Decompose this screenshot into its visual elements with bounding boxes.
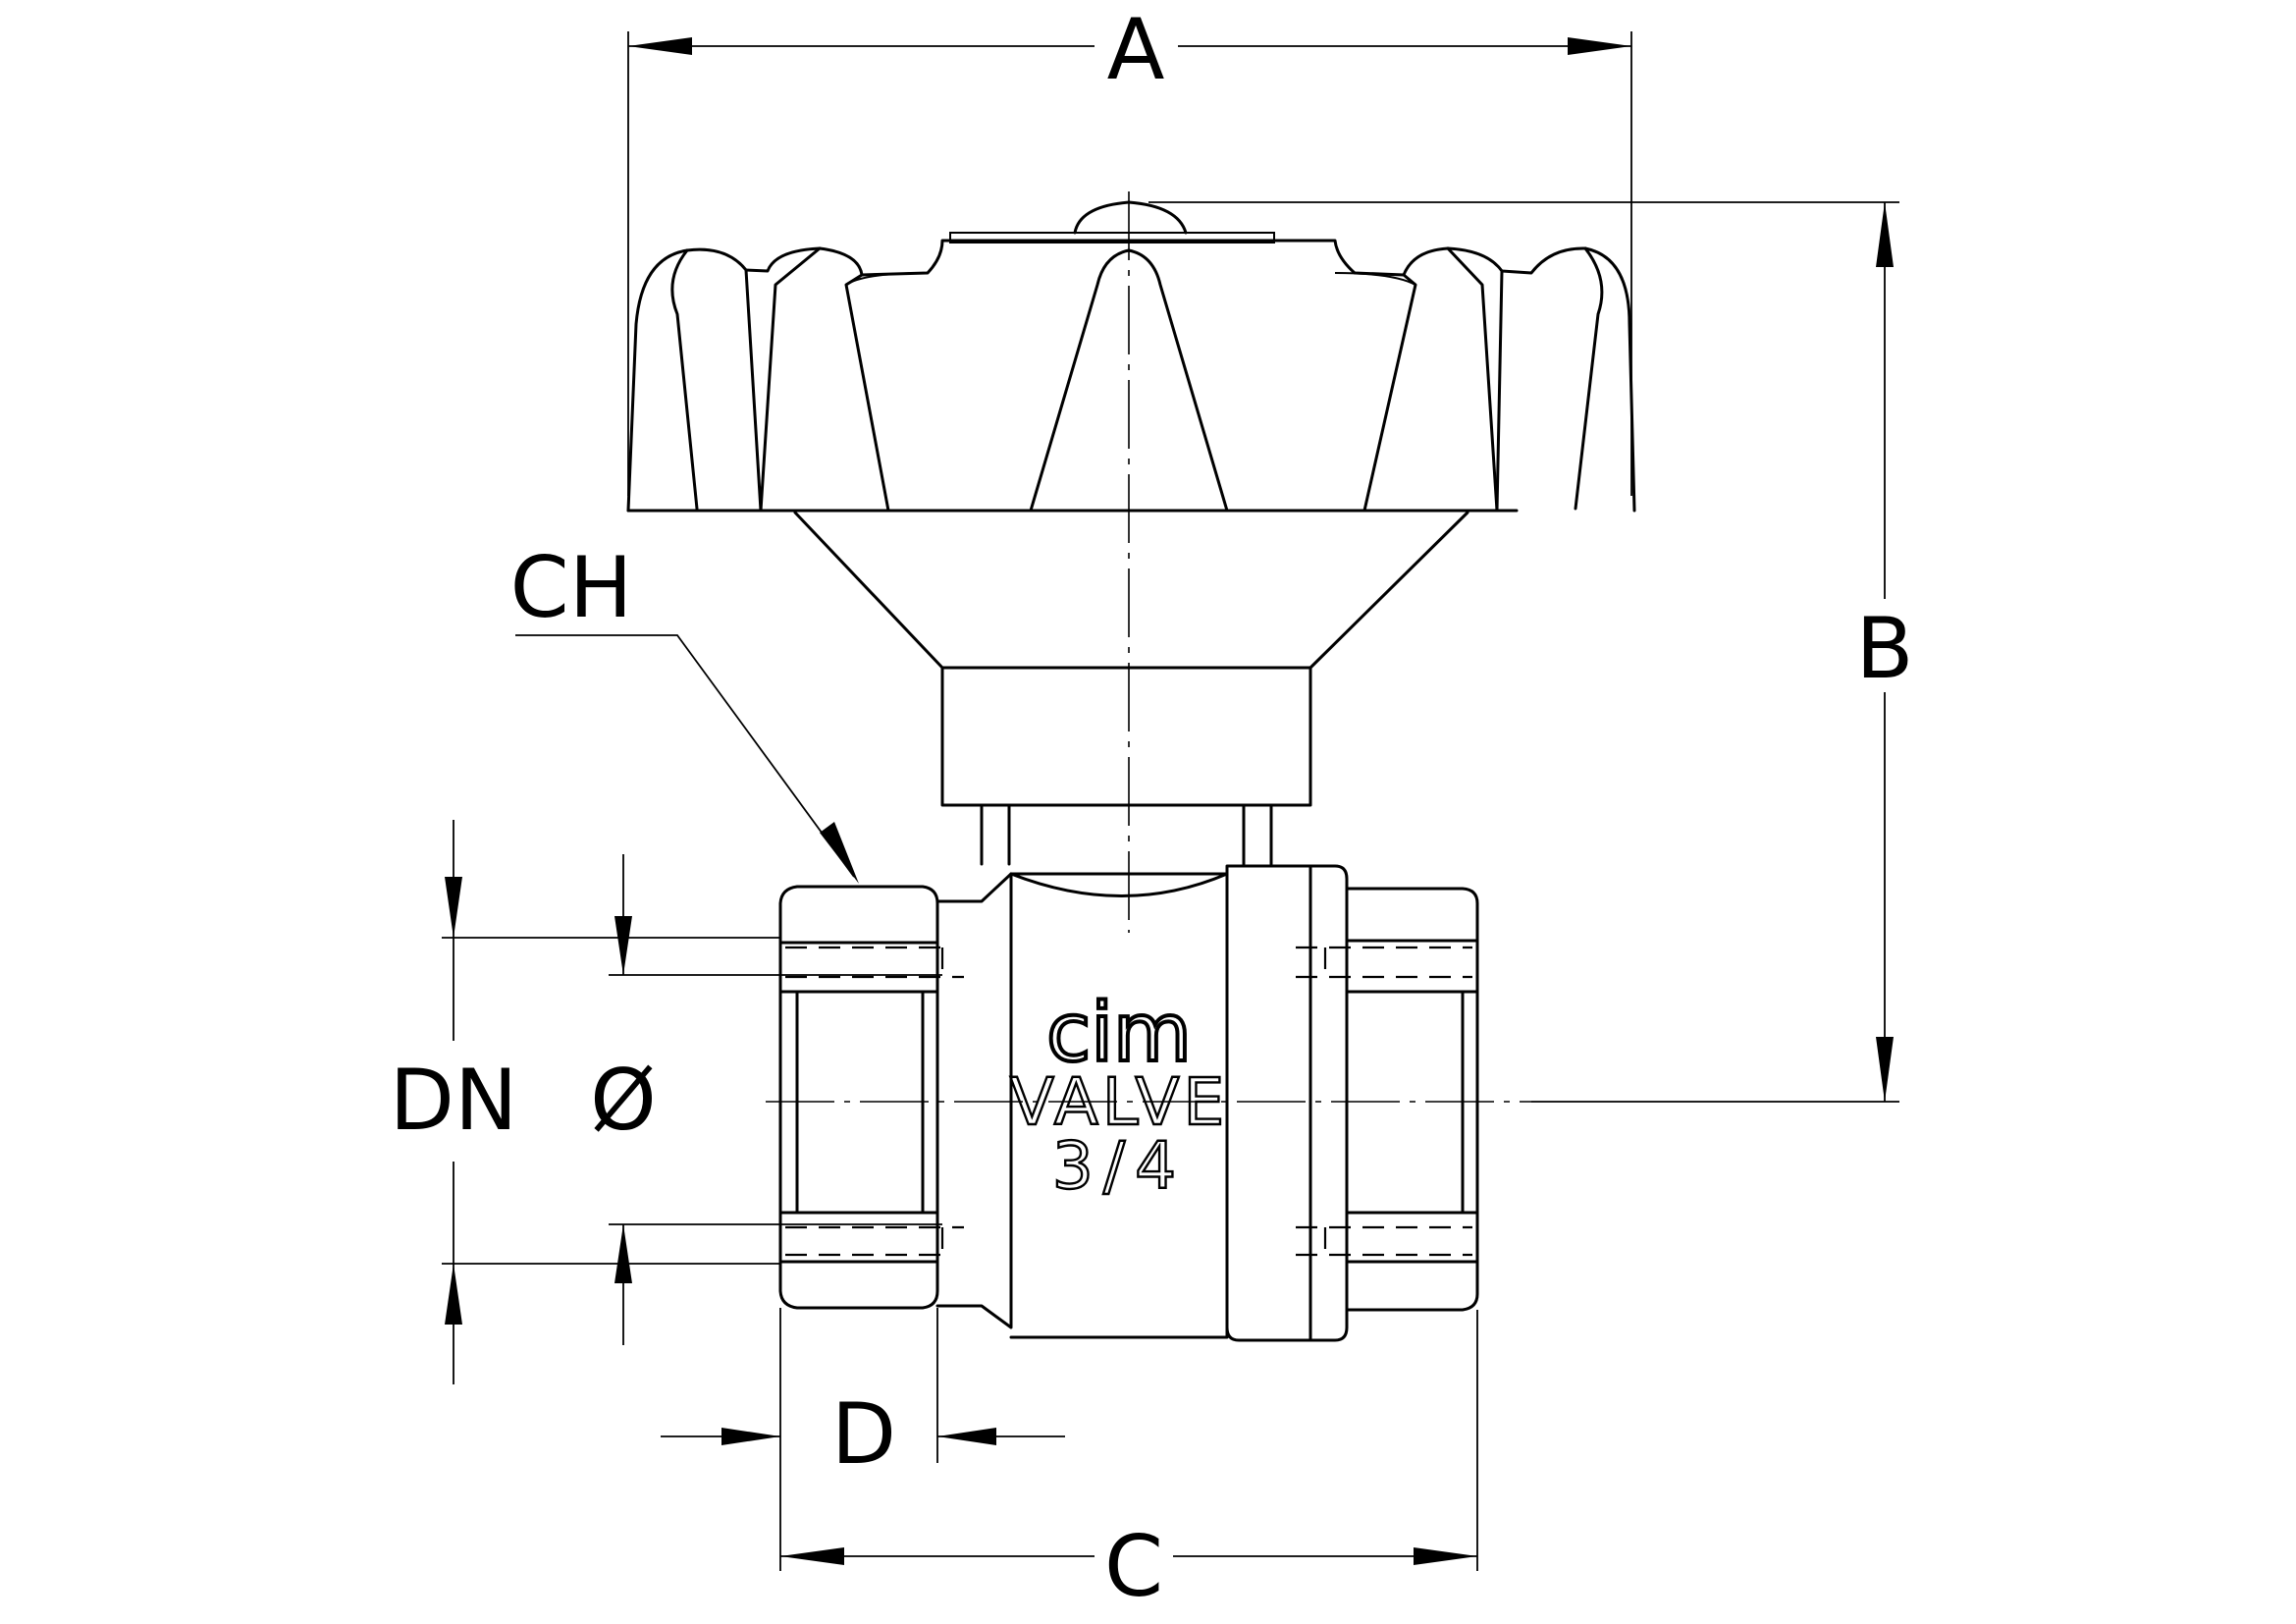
dimension-C: C <box>780 1310 1478 1616</box>
dimension-CH: CH <box>510 539 859 884</box>
dimension-D: D <box>661 1308 1065 1571</box>
label-A: A <box>1107 1 1165 99</box>
label-diameter: Ø <box>590 1052 657 1150</box>
body-marking: cim VALVE 3/4 <box>1009 985 1226 1205</box>
dimension-B: B <box>1148 201 1914 1103</box>
valve-stem <box>980 803 1273 866</box>
dimension-A: A <box>627 1 1632 496</box>
size-marking: 3/4 <box>1052 1128 1186 1204</box>
dimension-diameter: Ø <box>590 854 942 1345</box>
center-lines <box>766 191 1531 1103</box>
label-C: C <box>1104 1518 1163 1616</box>
handwheel <box>626 200 1636 807</box>
brand-marking: cim <box>1046 987 1192 1080</box>
label-DN: DN <box>390 1052 518 1150</box>
label-CH: CH <box>510 539 633 637</box>
label-D: D <box>831 1385 896 1484</box>
label-B: B <box>1856 600 1914 698</box>
dimension-DN: DN <box>390 820 780 1384</box>
